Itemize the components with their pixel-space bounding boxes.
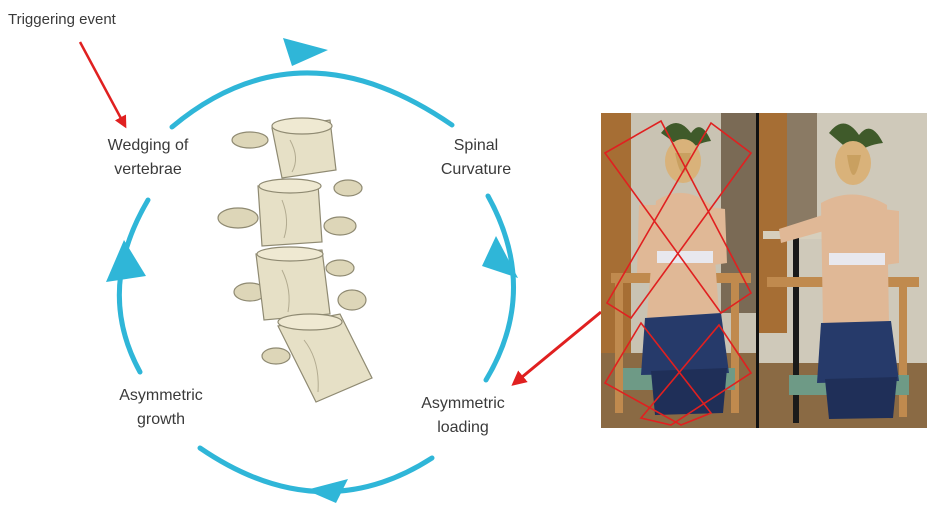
arrowhead-top [283,38,328,66]
spinal-line-2: Curvature [420,158,532,182]
asym-growth-line-1: Asymmetric [102,384,220,408]
photo-to-loading-arrow [516,312,601,382]
asym-loading-line-2: loading [404,416,522,440]
corrective-posture-photo [759,113,927,428]
asym-growth-line-2: growth [102,408,220,432]
wedging-of-vertebrae-label: Wedging of vertebrae [92,134,204,182]
arrowhead-bottom [306,479,348,503]
posture-photos [601,113,927,428]
asym-loading-line-1: Asymmetric [404,392,522,416]
spinal-line-1: Spinal [420,134,532,158]
arc-right [486,196,514,380]
triggering-event-label: Triggering event [8,8,116,32]
asymmetric-growth-label: Asymmetric growth [102,384,220,432]
asymmetric-loading-label: Asymmetric loading [404,392,522,440]
arc-bottom [200,448,432,492]
arrowhead-left [106,240,146,282]
vertebrae-illustration [218,118,372,402]
wedging-line-2: vertebrae [92,158,204,182]
spinal-curvature-label: Spinal Curvature [420,134,532,182]
arc-left [119,200,148,372]
trigger-arrow [80,42,124,124]
incorrect-posture-photo [601,113,756,428]
wedging-line-1: Wedging of [92,134,204,158]
